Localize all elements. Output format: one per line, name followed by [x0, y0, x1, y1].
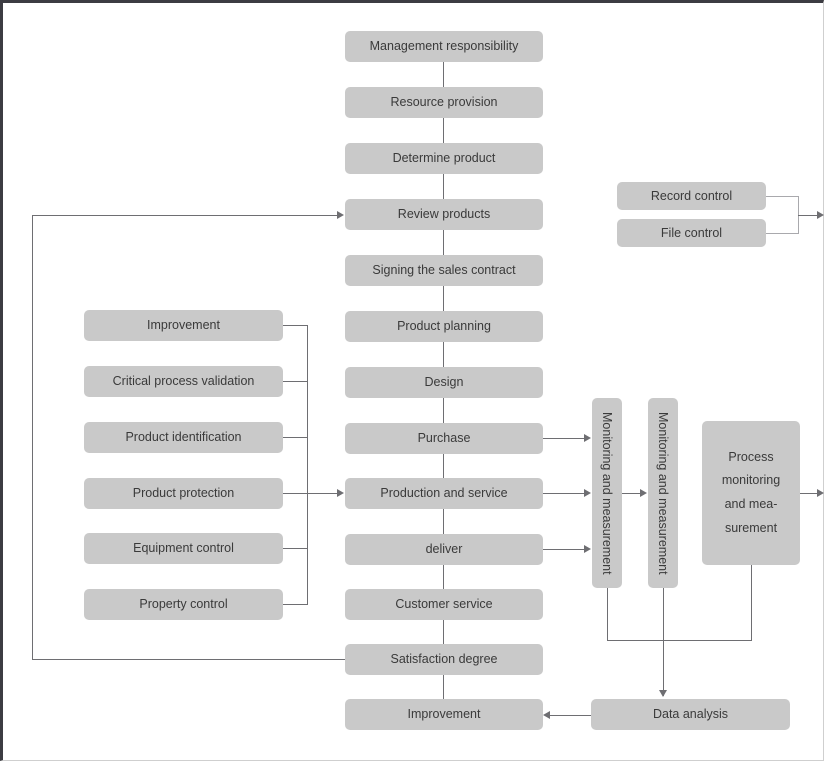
connector-1: [443, 62, 444, 96]
node-monitoring-and-measurement-2[interactable]: Monitoring and measurement: [648, 398, 678, 588]
node-improvement[interactable]: Improvement: [84, 310, 283, 341]
node-label: Production and service: [380, 486, 508, 501]
arrowhead-process-monitoring-out: [817, 489, 824, 497]
node-label: Satisfaction degree: [390, 652, 498, 667]
node-monitoring-and-measurement-1[interactable]: Monitoring and measurement: [592, 398, 622, 588]
connector-monitoring2-to-data-analysis: [663, 588, 664, 696]
stub-property-control: [283, 604, 307, 605]
process-monitoring-line-1: Process: [728, 449, 774, 464]
control-bus-out: [798, 215, 820, 216]
node-production-and-service[interactable]: Production and service: [345, 478, 543, 509]
arrowhead-to-data-analysis: [659, 690, 667, 697]
node-customer-service[interactable]: Customer service: [345, 589, 543, 620]
node-file-control[interactable]: File control: [617, 219, 766, 247]
connector-2: [443, 118, 444, 152]
node-purchase[interactable]: Purchase: [345, 423, 543, 454]
node-product-protection[interactable]: Product protection: [84, 478, 283, 509]
stub-equipment-control: [283, 548, 307, 549]
node-satisfaction-degree[interactable]: Satisfaction degree: [345, 644, 543, 675]
node-signing-the-sales-contract[interactable]: Signing the sales contract: [345, 255, 543, 286]
node-label: Management responsibility: [369, 39, 519, 54]
feedback-loop-top-segment: [32, 215, 338, 216]
process-monitoring-line-2: monitoring: [721, 473, 781, 488]
node-resource-provision[interactable]: Resource provision: [345, 87, 543, 118]
node-label: File control: [660, 225, 723, 240]
connector-10: [443, 565, 444, 599]
connector-3: [443, 174, 444, 208]
node-label: Improvement: [147, 318, 220, 333]
node-record-control[interactable]: Record control: [617, 182, 766, 210]
connector-7: [443, 398, 444, 432]
connector-process-monitoring-out: [800, 493, 820, 494]
arrowhead-deliver-to-monitoring: [584, 545, 591, 553]
node-label: Product planning: [397, 319, 491, 334]
node-label: Purchase: [417, 431, 471, 446]
connector-4: [443, 230, 444, 264]
connector-8: [443, 454, 444, 488]
node-label: Data analysis: [652, 707, 729, 722]
process-monitoring-line-4: surement: [724, 520, 778, 535]
collector-from-monitoring1: [607, 588, 608, 641]
connector-12: [443, 675, 444, 709]
node-label: Record control: [650, 188, 733, 203]
node-data-analysis[interactable]: Data analysis: [591, 699, 790, 730]
connector-5: [443, 286, 444, 320]
node-label: Design: [424, 375, 464, 390]
arrowhead-support-to-production: [337, 489, 344, 497]
collector-from-process-monitoring: [751, 565, 752, 641]
connector-9: [443, 509, 444, 543]
node-review-products[interactable]: Review products: [345, 199, 543, 230]
node-improvement-bottom[interactable]: Improvement: [345, 699, 543, 730]
node-label: Monitoring and measurement: [656, 411, 671, 575]
connector-deliver-to-monitoring: [543, 549, 585, 550]
stub-product-protection-to-production: [283, 493, 338, 494]
connector-6: [443, 342, 444, 376]
stub-critical-process-validation: [283, 381, 307, 382]
node-label: Customer service: [395, 597, 493, 612]
connector-purchase-to-monitoring: [543, 438, 585, 439]
node-label: Determine product: [392, 151, 496, 166]
node-label: Review products: [397, 207, 491, 222]
node-label: deliver: [425, 542, 463, 557]
node-design[interactable]: Design: [345, 367, 543, 398]
arrowhead-control-out: [817, 211, 824, 219]
node-product-identification[interactable]: Product identification: [84, 422, 283, 453]
node-product-planning[interactable]: Product planning: [345, 311, 543, 342]
node-property-control[interactable]: Property control: [84, 589, 283, 620]
arrowhead-production-to-monitoring: [584, 489, 591, 497]
arrowhead-feedback-to-review: [337, 211, 344, 219]
feedback-loop-left-segment: [32, 215, 33, 660]
stub-file-control: [766, 233, 799, 234]
node-deliver[interactable]: deliver: [345, 534, 543, 565]
stub-record-control: [766, 196, 799, 197]
process-monitoring-line-3: and mea-: [724, 497, 778, 511]
node-label: Critical process validation: [112, 374, 255, 389]
arrowhead-monitoring1-to-monitoring2: [640, 489, 647, 497]
arrowhead-purchase-to-monitoring: [584, 434, 591, 442]
node-label: Resource provision: [390, 95, 498, 110]
collector-horizontal: [607, 640, 752, 641]
arrowhead-data-analysis-to-improvement: [543, 711, 550, 719]
node-determine-product[interactable]: Determine product: [345, 143, 543, 174]
node-label: Signing the sales contract: [372, 263, 516, 278]
node-management-responsibility[interactable]: Management responsibility: [345, 31, 543, 62]
connector-11: [443, 620, 444, 654]
node-label: Equipment control: [133, 541, 234, 556]
stub-improvement: [283, 325, 307, 326]
feedback-loop-bottom-segment: [32, 659, 345, 660]
node-label: Product identification: [125, 430, 242, 445]
node-critical-process-validation[interactable]: Critical process validation: [84, 366, 283, 397]
connector-production-to-monitoring: [543, 493, 585, 494]
node-process-monitoring-and-measurement[interactable]: Process monitoring and mea- surement: [702, 421, 800, 565]
connector-data-analysis-to-improvement: [549, 715, 591, 716]
node-label: Improvement: [407, 707, 481, 722]
stub-product-identification: [283, 437, 307, 438]
node-label: Property control: [139, 597, 228, 612]
node-label: Product protection: [132, 486, 235, 501]
node-label: Monitoring and measurement: [600, 411, 615, 575]
connector-monitoring1-to-monitoring2: [622, 493, 641, 494]
support-column-bus: [307, 325, 308, 605]
node-equipment-control[interactable]: Equipment control: [84, 533, 283, 564]
